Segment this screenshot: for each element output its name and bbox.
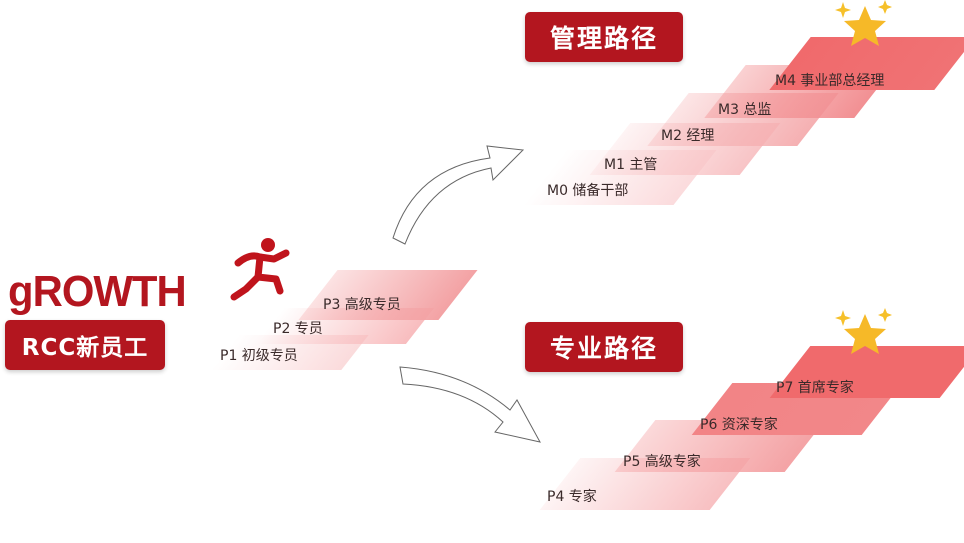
label-m1: M1 主管	[604, 157, 658, 173]
star-icon	[835, 308, 892, 354]
label-m0: M0 储备干部	[547, 183, 629, 199]
label-p3: P3 高级专员	[323, 297, 401, 313]
professional-title: 专业路径	[549, 334, 658, 363]
label-p2: P2 专员	[273, 321, 323, 337]
label-p1: P1 初级专员	[220, 348, 298, 364]
star-icon	[835, 0, 892, 46]
arrow-up-icon	[392, 145, 525, 245]
arrow-down-icon	[399, 366, 541, 443]
professional-path-header: 专业路径	[525, 322, 683, 372]
growth-wordmark: gROWTH	[8, 262, 187, 314]
label-m4: M4 事业部总经理	[775, 73, 885, 89]
label-p6: P6 资深专家	[700, 417, 778, 433]
runner-icon	[230, 238, 290, 301]
management-title: 管理路径	[549, 24, 658, 53]
growth-text: gROWTH	[8, 267, 187, 316]
management-path-header: 管理路径	[525, 12, 683, 62]
label-p5: P5 高级专家	[623, 454, 701, 470]
rcc-new-employee-badge: RCC新员工	[5, 320, 165, 370]
label-m2: M2 经理	[661, 128, 715, 144]
label-p7: P7 首席专家	[776, 380, 854, 396]
label-p4: P4 专家	[547, 489, 597, 505]
label-m3: M3 总监	[718, 102, 772, 118]
badge-text: RCC新员工	[21, 335, 149, 361]
